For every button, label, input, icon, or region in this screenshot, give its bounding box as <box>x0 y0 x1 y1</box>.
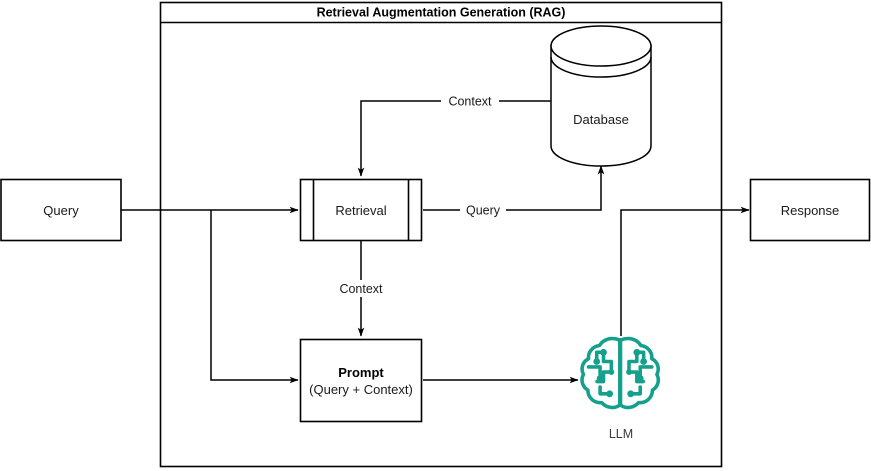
edge-retrieval-to-prompt: Context <box>332 241 390 337</box>
edge-label-context-prompt: Context <box>339 282 383 296</box>
edge-label-query-db: Query <box>466 204 501 218</box>
node-query-label: Query <box>43 203 79 218</box>
node-response[interactable]: Response <box>749 178 871 242</box>
edge-label-context-db: Context <box>448 95 492 109</box>
node-query[interactable]: Query <box>0 178 122 242</box>
node-database-label: Database <box>573 112 629 127</box>
node-retrieval-label: Retrieval <box>335 203 386 218</box>
node-database[interactable]: Database <box>550 25 652 167</box>
node-retrieval[interactable]: Retrieval <box>299 178 423 242</box>
edge-retrieval-to-database: Query <box>423 165 605 218</box>
node-prompt-label-primary: Prompt <box>338 365 384 380</box>
brain-circuit-icon <box>580 336 661 410</box>
node-prompt-label-secondary: (Query + Context) <box>309 382 413 397</box>
edge-database-to-retrieval: Context <box>357 92 551 177</box>
node-llm-label: LLM <box>609 427 633 441</box>
node-prompt[interactable]: Prompt (Query + Context) <box>299 338 423 423</box>
edge-query-to-prompt <box>210 210 299 384</box>
node-llm[interactable]: LLM <box>580 336 661 441</box>
edge-llm-to-response <box>620 206 750 336</box>
node-response-label: Response <box>781 203 840 218</box>
container-title: Retrieval Augmentation Generation (RAG) <box>317 6 566 20</box>
rag-container: Retrieval Augmentation Generation (RAG) <box>159 1 723 468</box>
